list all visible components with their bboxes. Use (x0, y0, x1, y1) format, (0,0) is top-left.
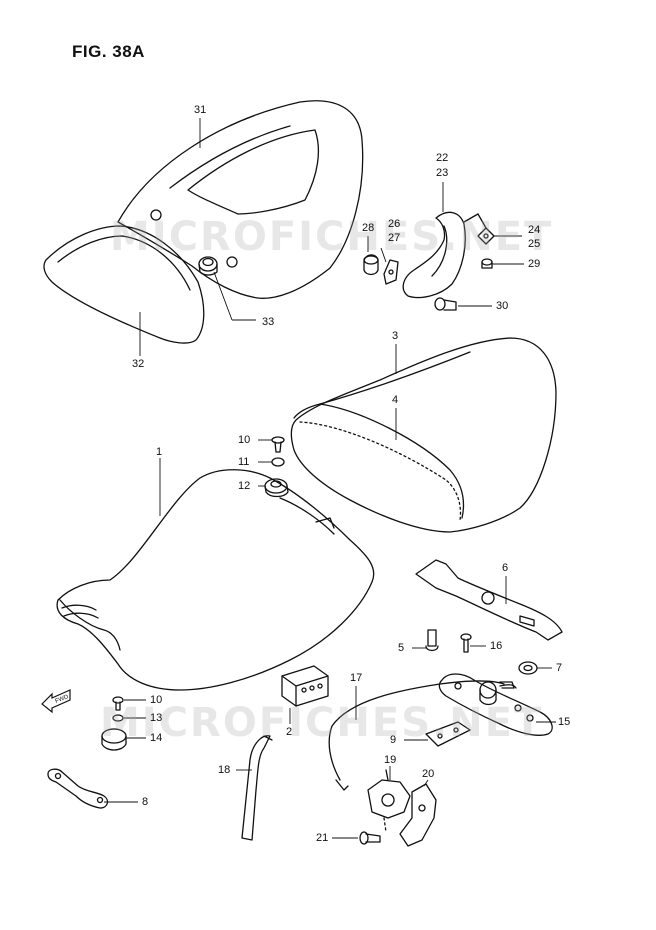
bolt-29 (481, 258, 493, 269)
washer-13 (112, 714, 124, 722)
seat-lock-19 (367, 769, 411, 819)
callout-9: 9 (390, 734, 397, 746)
callout-24: 24 (528, 224, 541, 236)
callout-32: 32 (132, 358, 145, 370)
lock-plate-15 (438, 673, 553, 736)
watermark-upper: MICROFICHES.NET (110, 214, 554, 260)
callout-17: 17 (350, 672, 363, 684)
plate-9 (425, 721, 471, 747)
seat-pad-32 (43, 225, 205, 344)
fwd-label: FWD (55, 694, 71, 705)
callout-23: 23 (436, 167, 449, 179)
screw-10-bottom (112, 696, 124, 711)
callout-21: 21 (316, 832, 329, 844)
grab-handle-22-23 (402, 211, 479, 299)
callout-3: 3 (392, 330, 399, 342)
cushion-14 (101, 728, 127, 751)
callout-27: 27 (388, 232, 401, 244)
callout-6: 6 (502, 562, 509, 574)
lock-bracket-20 (399, 783, 437, 847)
bolt-5 (425, 629, 439, 652)
callout-19: 19 (384, 754, 397, 766)
nut-7 (518, 661, 538, 675)
callout-20: 20 (422, 768, 435, 780)
callout-12: 12 (238, 480, 251, 492)
callout-25: 25 (528, 238, 541, 250)
callout-31: 31 (194, 104, 207, 116)
cable-tie-18 (241, 735, 273, 841)
grommet-33 (198, 256, 218, 276)
screw-10-top (271, 436, 285, 453)
callout-5: 5 (398, 642, 405, 654)
callout-2: 2 (286, 726, 293, 738)
seat-cowl-31 (117, 100, 364, 299)
damper-2 (281, 665, 329, 707)
callout-30: 30 (496, 300, 509, 312)
callout-22: 22 (436, 152, 449, 164)
callout-11: 11 (238, 456, 250, 468)
bolt-21 (359, 817, 387, 845)
washer-11 (271, 457, 285, 467)
callout-7: 7 (556, 662, 563, 674)
callout-8: 8 (142, 796, 149, 808)
bracket-6 (415, 559, 563, 641)
bolt-30 (434, 297, 457, 311)
callout-14: 14 (150, 732, 163, 744)
callout-26: 26 (388, 218, 401, 230)
rear-seat-3-4 (290, 337, 557, 533)
spacer-28 (363, 254, 379, 276)
callout-1: 1 (156, 446, 163, 458)
cable-17 (328, 680, 515, 791)
callout-28: 28 (362, 222, 375, 234)
front-seat-1 (56, 469, 375, 691)
callout-16: 16 (490, 640, 503, 652)
bracket-26-27 (383, 259, 399, 285)
screw-16 (460, 633, 472, 653)
callout-18: 18 (218, 764, 231, 776)
figure-title: FIG. 38A (72, 42, 145, 61)
bracket-8 (47, 768, 109, 809)
watermark-lower: MICROFICHES.NET (100, 700, 544, 746)
callout-10-bottom: 10 (150, 694, 163, 706)
callout-4: 4 (392, 394, 399, 406)
collar-12 (264, 478, 289, 498)
callout-13: 13 (150, 712, 163, 724)
callout-29: 29 (528, 258, 541, 270)
forward-arrow-icon (41, 689, 71, 714)
callout-15: 15 (558, 716, 571, 728)
callout-10-top: 10 (238, 434, 251, 446)
callout-33: 33 (262, 316, 275, 328)
